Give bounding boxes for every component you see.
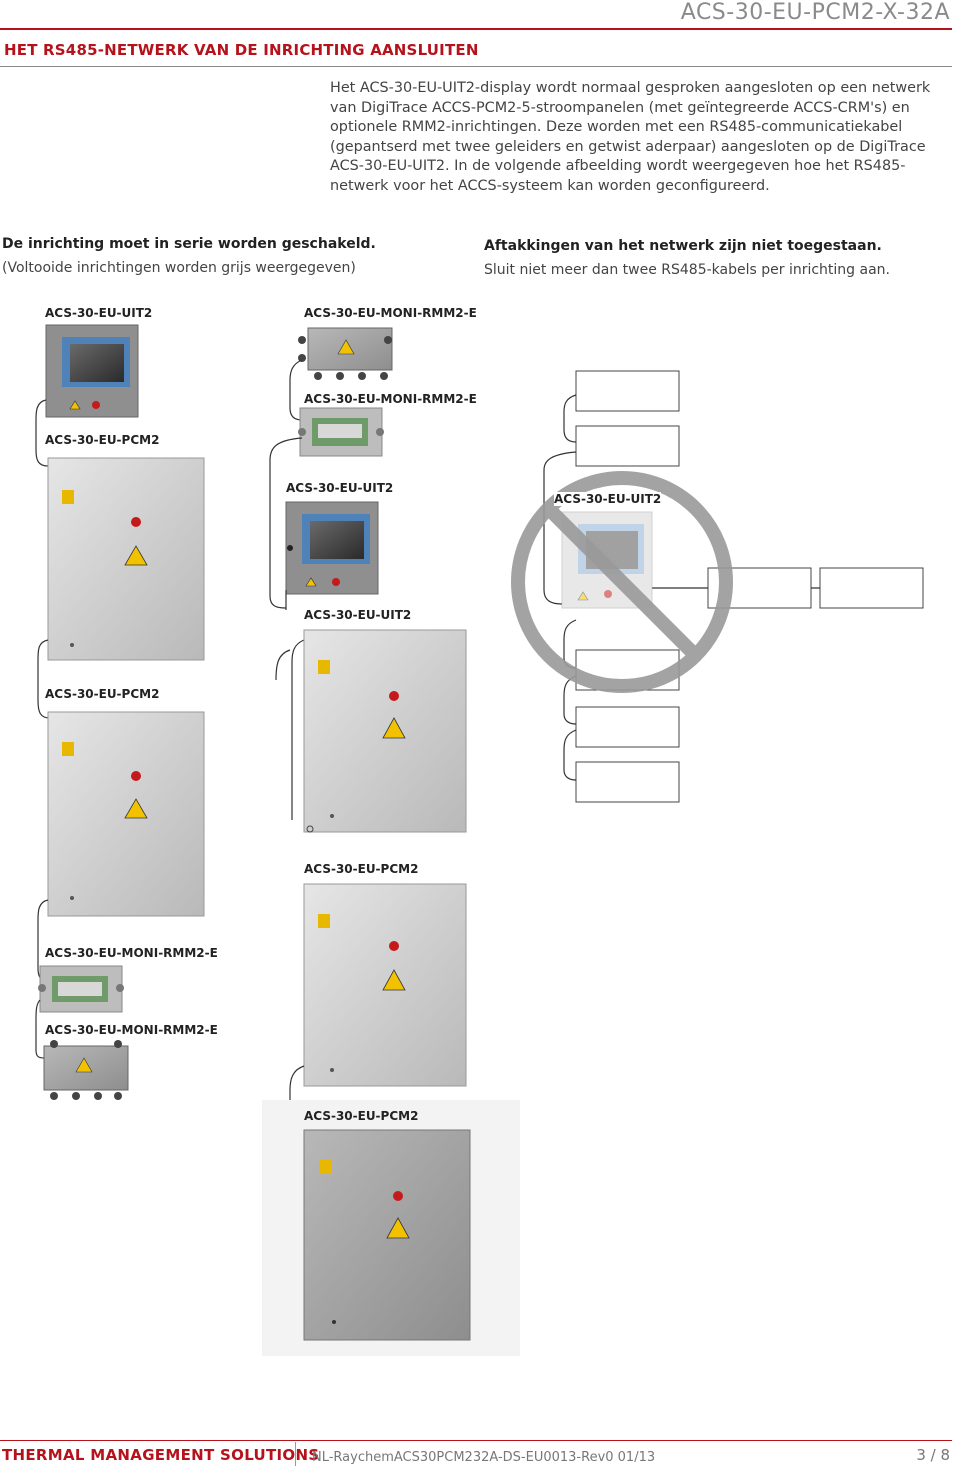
page-number: 3 / 8 bbox=[916, 1446, 950, 1464]
display-unit-image bbox=[285, 501, 379, 595]
device-label: ACS-30-EU-UIT2 bbox=[286, 481, 394, 495]
header-rule bbox=[0, 28, 952, 30]
left-column-heading: De inrichting moet in serie worden gesch… bbox=[2, 236, 376, 252]
device-label: ACS-30-EU-PCM2 bbox=[304, 1109, 419, 1123]
device-label: ACS-30-EU-PCM2 bbox=[45, 433, 160, 447]
left-column-subheading: (Voltooide inrichtingen worden grijs wee… bbox=[2, 260, 356, 276]
footer-separator bbox=[295, 1442, 296, 1466]
section-rule bbox=[0, 66, 952, 67]
footer-brand: THERMAL MANAGEMENT SOLUTIONS bbox=[2, 1446, 320, 1464]
power-panel-image bbox=[262, 1100, 520, 1356]
right-column-heading: Aftakkingen van het netwerk zijn niet to… bbox=[484, 238, 882, 254]
prohibited-icon bbox=[511, 471, 733, 693]
power-panel-image bbox=[303, 883, 467, 1087]
device-label: ACS-30-EU-MONI-RMM2-E bbox=[304, 306, 477, 320]
footer-rule bbox=[0, 1440, 952, 1441]
device-label: ACS-30-EU-MONI-RMM2-E bbox=[45, 946, 218, 960]
monitoring-module-image bbox=[43, 1040, 129, 1100]
display-unit-image bbox=[45, 324, 139, 418]
device-label: ACS-30-EU-MONI-RMM2-E bbox=[304, 392, 477, 406]
right-column-subheading: Sluit niet meer dan twee RS485-kabels pe… bbox=[484, 262, 890, 278]
monitoring-module-image bbox=[298, 327, 393, 380]
section-title: HET RS485-NETWERK VAN DE INRICHTING AANS… bbox=[4, 41, 479, 59]
device-label: ACS-30-EU-UIT2 bbox=[304, 608, 412, 622]
footer-document-code: NL-RaychemACS30PCM232A-DS-EU0013-Rev0 01… bbox=[312, 1450, 656, 1465]
device-label: ACS-30-EU-PCM2 bbox=[304, 862, 419, 876]
document-title: ACS-30-EU-PCM2-X-32A bbox=[680, 0, 950, 25]
power-panel-image bbox=[47, 711, 205, 917]
device-label: ACS-30-EU-UIT2 bbox=[45, 306, 153, 320]
intro-paragraph: Het ACS-30-EU-UIT2-display wordt normaal… bbox=[330, 80, 931, 194]
power-panel-image bbox=[47, 457, 205, 661]
device-label: ACS-30-EU-MONI-RMM2-E bbox=[45, 1023, 218, 1037]
device-label: ACS-30-EU-PCM2 bbox=[45, 687, 160, 701]
monitoring-module-image bbox=[38, 965, 124, 1013]
monitoring-module-image bbox=[298, 407, 384, 457]
power-panel-image bbox=[303, 629, 467, 833]
device-label: ACS-30-EU-UIT2 bbox=[554, 492, 662, 506]
